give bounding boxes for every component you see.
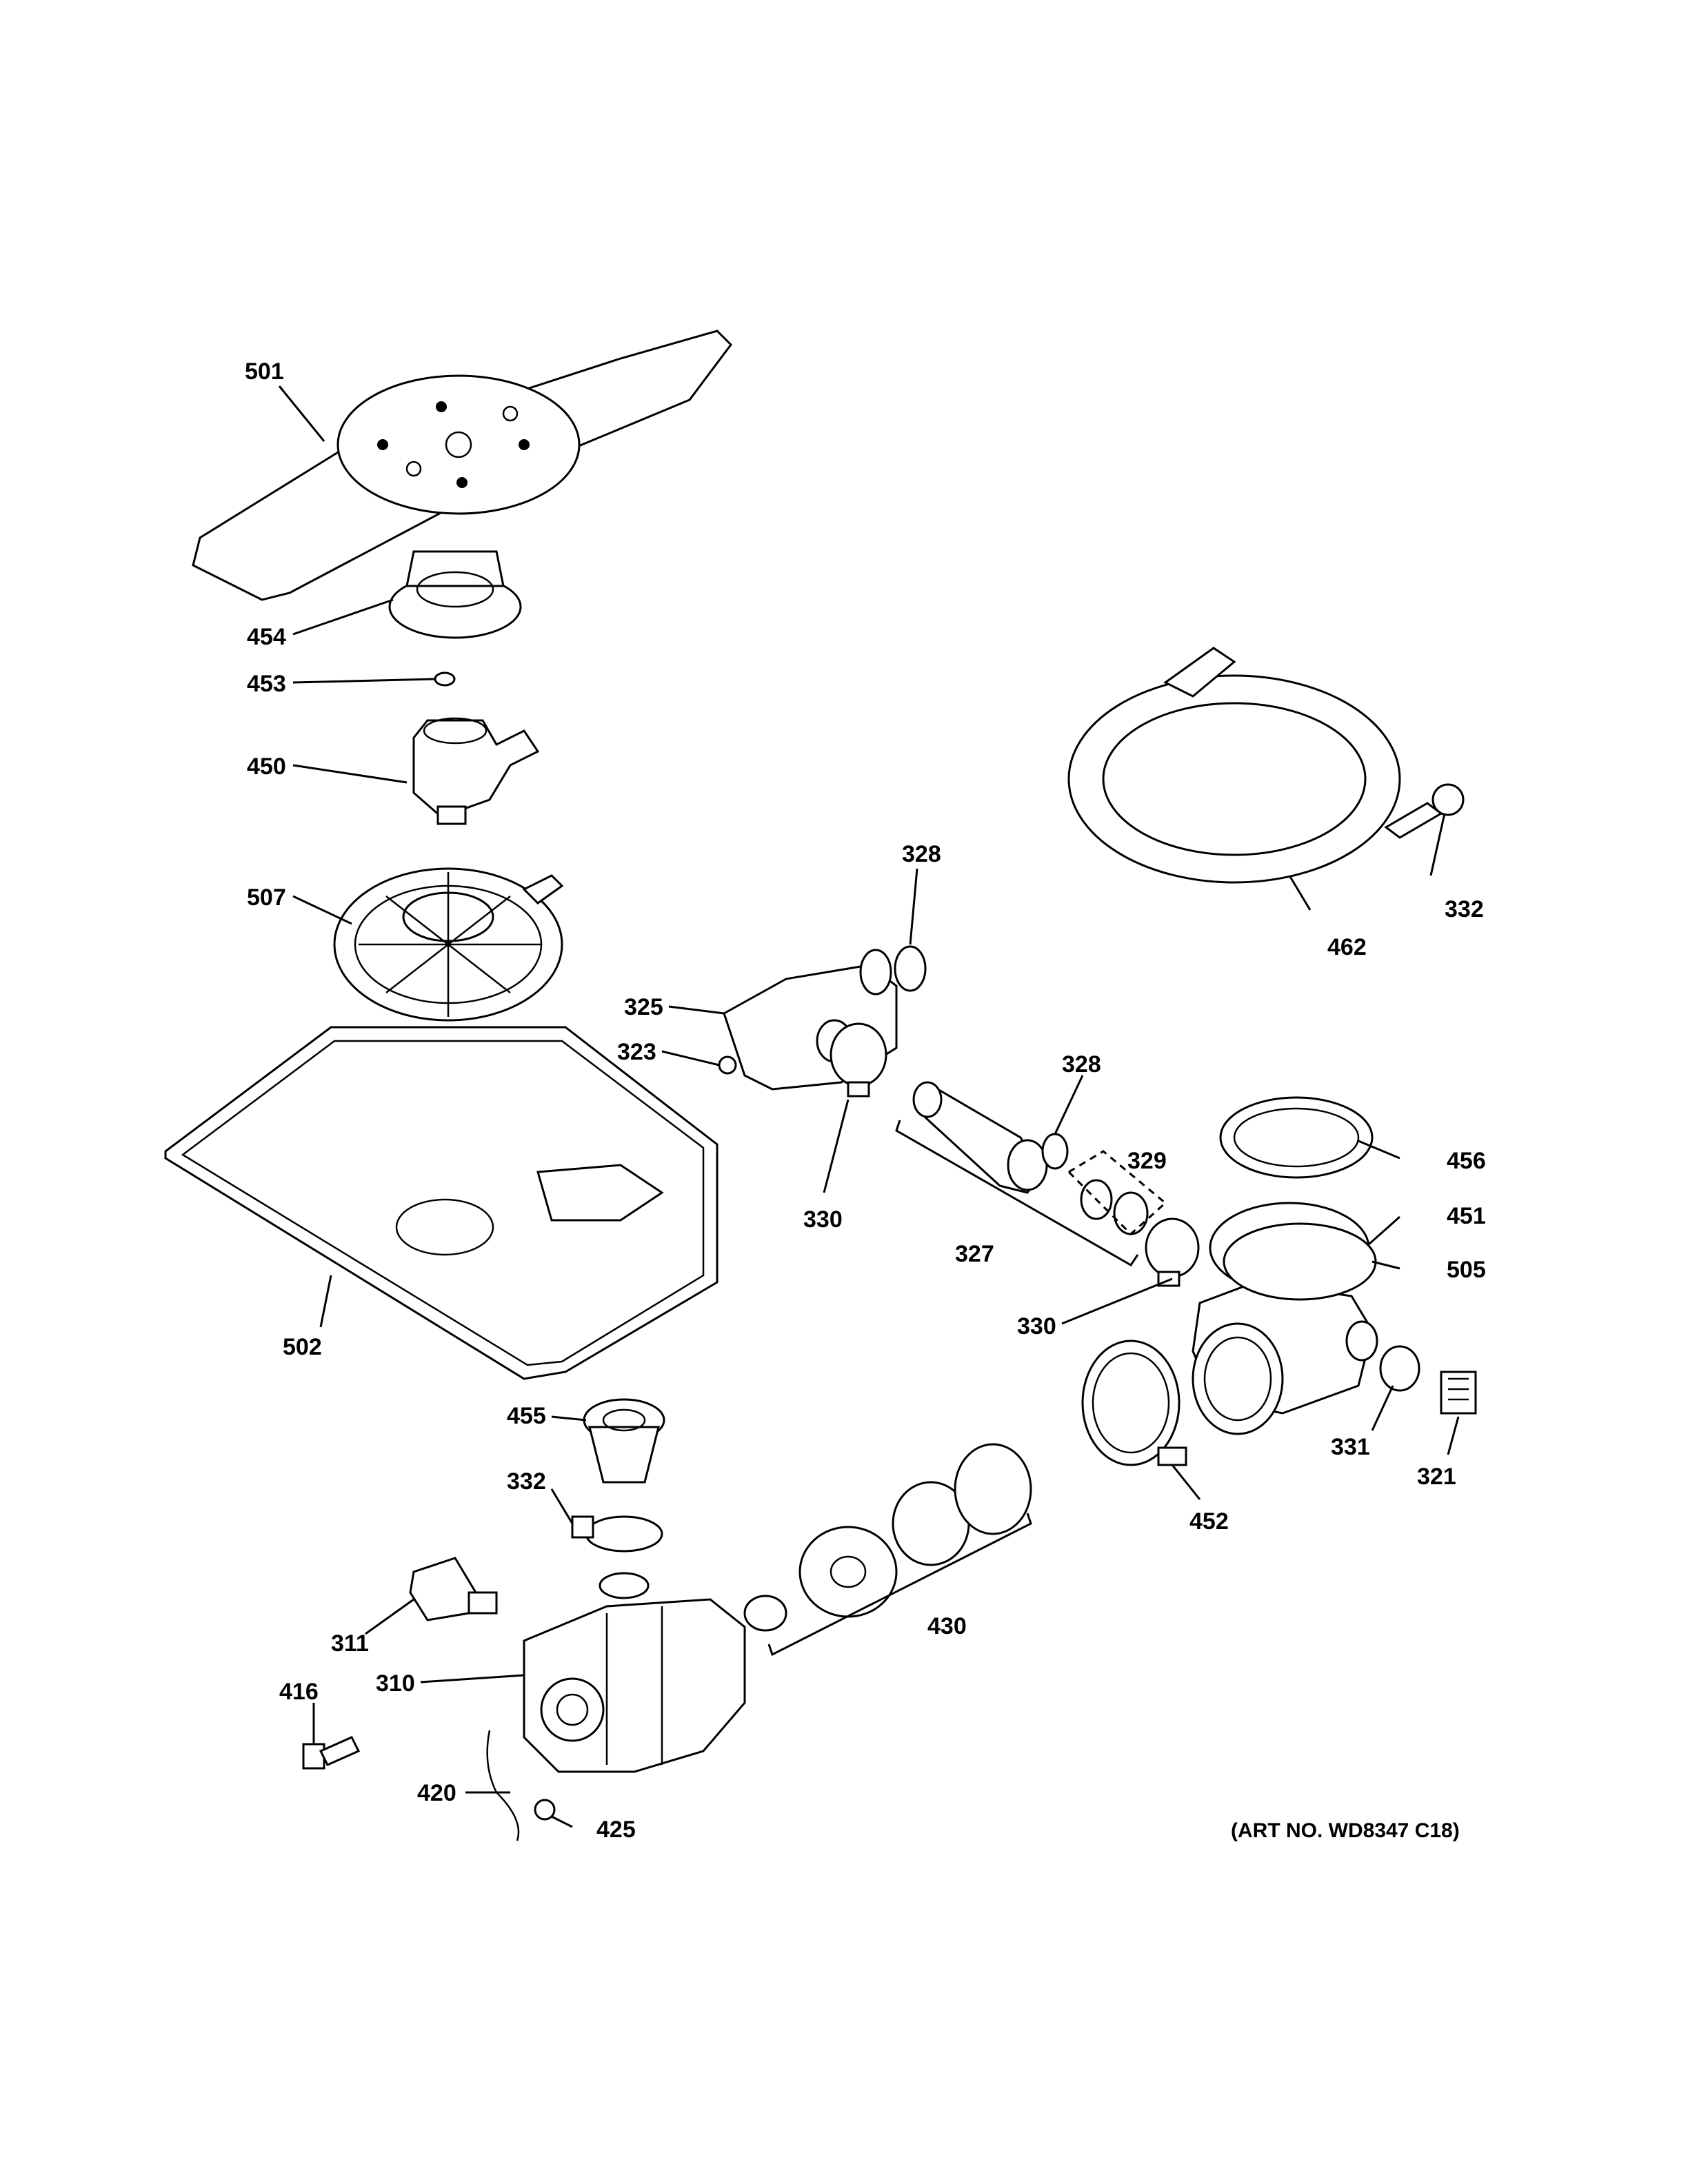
wire-part <box>486 1730 520 1841</box>
hose-clamp-part-left <box>571 1515 663 1553</box>
callout-507: 507 <box>247 884 286 911</box>
manifold-part <box>412 717 540 825</box>
spray-arm-part <box>192 330 732 601</box>
callout-454: 454 <box>247 624 286 650</box>
nut-part <box>534 1799 556 1821</box>
callout-327: 327 <box>955 1241 994 1267</box>
drain-hose-part <box>1067 647 1443 884</box>
callout-329: 329 <box>1127 1148 1167 1174</box>
callout-332-right: 332 <box>1445 896 1484 922</box>
callout-502: 502 <box>283 1334 322 1360</box>
clamp-part-331 <box>1379 1345 1420 1392</box>
callout-labels: 501 454 453 450 507 502 455 332 311 310 … <box>245 358 1486 1843</box>
callout-462: 462 <box>1327 934 1367 960</box>
clamp-part-upper <box>830 1022 887 1098</box>
callout-420: 420 <box>417 1780 456 1806</box>
callout-430: 430 <box>927 1613 967 1639</box>
pump-boot-part <box>583 1398 665 1484</box>
sump-tray-part <box>164 1026 719 1380</box>
callout-450: 450 <box>247 754 286 780</box>
clamp-part-lower <box>1145 1217 1200 1287</box>
callout-453: 453 <box>247 671 286 697</box>
callout-328-lower: 328 <box>1062 1051 1101 1078</box>
callout-456: 456 <box>1447 1148 1486 1174</box>
callout-330-upper: 330 <box>803 1206 843 1233</box>
leader-lines <box>278 385 1460 1828</box>
seal-part-lower <box>1041 1133 1069 1170</box>
screw-part <box>302 1736 361 1770</box>
callout-328-upper: 328 <box>902 841 941 867</box>
callout-331: 331 <box>1331 1434 1370 1460</box>
callout-501: 501 <box>245 358 284 385</box>
art-number: (ART NO. WD8347 C18) <box>1231 1819 1460 1842</box>
impeller-kit-part <box>743 1443 1032 1632</box>
callout-505: 505 <box>1447 1257 1486 1283</box>
callout-332-left: 332 <box>507 1468 546 1495</box>
callout-311: 311 <box>331 1630 369 1657</box>
callout-330-lower: 330 <box>1017 1313 1056 1339</box>
callout-452: 452 <box>1189 1508 1229 1535</box>
cap-part <box>718 1055 737 1075</box>
band-clamp-part <box>1081 1339 1187 1466</box>
callout-455: 455 <box>507 1403 546 1429</box>
o-ring-part <box>434 671 456 687</box>
sump-housing-part <box>1192 1222 1378 1435</box>
callout-451: 451 <box>1447 1203 1486 1229</box>
callout-321: 321 <box>1417 1464 1456 1490</box>
screen-part <box>1219 1096 1374 1179</box>
connector-tube-part <box>912 1081 1048 1194</box>
hub-part <box>388 550 522 639</box>
callout-416: 416 <box>279 1679 319 1705</box>
callout-323: 323 <box>617 1039 656 1065</box>
filter-part <box>333 867 564 1022</box>
seal-part-upper <box>894 945 927 992</box>
callout-325: 325 <box>624 994 663 1020</box>
pump-motor-part <box>523 1572 746 1773</box>
thermistor-part <box>1440 1371 1477 1415</box>
hose-clamp-part-right <box>1431 783 1465 816</box>
fitting-set-part <box>1080 1179 1149 1235</box>
callout-310: 310 <box>376 1670 415 1697</box>
sensor-part <box>409 1557 498 1621</box>
callout-425: 425 <box>596 1817 636 1843</box>
